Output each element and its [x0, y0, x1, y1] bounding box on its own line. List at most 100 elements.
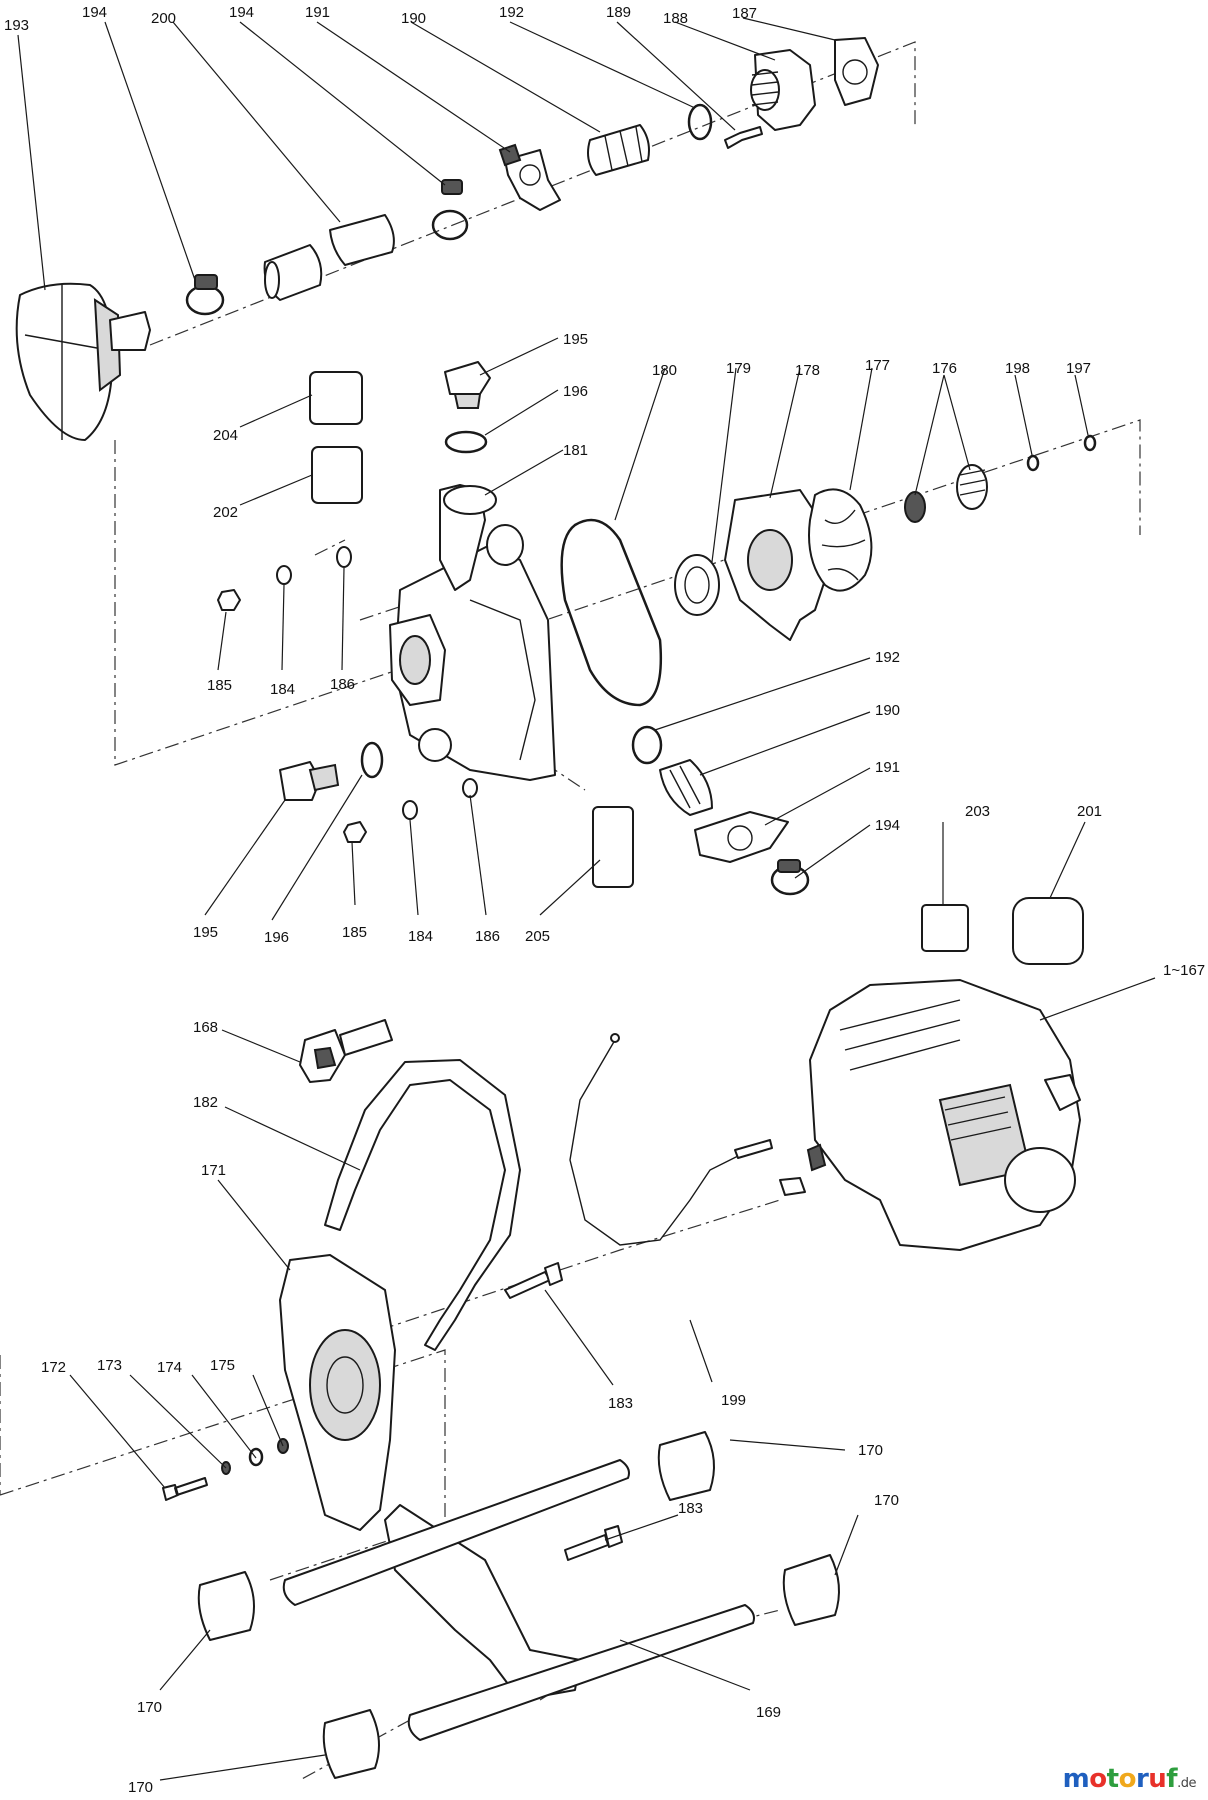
flange-171 — [279, 1254, 396, 1531]
callout-187: 187 — [732, 5, 757, 22]
washer-186b — [462, 778, 478, 798]
callout-195: 195 — [193, 924, 218, 941]
callout-203: 203 — [965, 803, 990, 820]
o-ring-192b — [631, 725, 663, 765]
o-ring-196b — [360, 741, 384, 779]
watermark-letter: f — [1166, 1764, 1178, 1794]
label-plate-204 — [309, 371, 363, 425]
callout-191: 191 — [305, 4, 330, 21]
seal-ring-179 — [674, 554, 720, 616]
bolt-189 — [724, 126, 763, 149]
callout-189: 189 — [606, 4, 631, 21]
hose-clamp-194a — [185, 274, 225, 316]
watermark-brand-letters: motoruf — [1062, 1764, 1178, 1794]
callout-202: 202 — [213, 504, 238, 521]
hose-nipple-190a — [587, 124, 650, 176]
label-plate-202 — [311, 446, 363, 504]
watermark-letter: o — [1089, 1764, 1107, 1794]
callout-192: 192 — [875, 649, 900, 666]
callout-172: 172 — [41, 1359, 66, 1376]
fill-plug-195a — [444, 361, 491, 409]
callout-177: 177 — [865, 357, 890, 374]
o-ring-192a — [687, 103, 713, 141]
callout-196: 196 — [563, 383, 588, 400]
volute-case-178 — [724, 489, 831, 641]
union-nut-191a — [498, 143, 561, 211]
callout-195: 195 — [563, 331, 588, 348]
o-ring-196a — [444, 430, 488, 454]
strainer-193 — [15, 282, 151, 441]
hose-nipple-190b — [659, 759, 713, 816]
impeller-177 — [808, 488, 873, 592]
callout-178: 178 — [795, 362, 820, 379]
callout-170: 170 — [137, 1699, 162, 1716]
callout-173: 173 — [97, 1357, 122, 1374]
callout-201: 201 — [1077, 803, 1102, 820]
watermark-letter: o — [1118, 1764, 1137, 1794]
fitting-188 — [750, 49, 816, 131]
callout-176: 176 — [932, 360, 957, 377]
callout-168: 168 — [193, 1019, 218, 1036]
washer-184a — [276, 565, 292, 585]
bolt-183a — [504, 1262, 563, 1299]
watermark-letter: u — [1148, 1764, 1167, 1794]
cap-170a — [657, 1431, 715, 1501]
callout-180: 180 — [652, 362, 677, 379]
callout-179: 179 — [726, 360, 751, 377]
callout-192: 192 — [499, 4, 524, 21]
nut-185b — [343, 821, 367, 843]
callout-196: 196 — [264, 929, 289, 946]
cap-170d — [322, 1709, 380, 1779]
label-plate-205 — [592, 806, 634, 888]
motoruf-watermark-logo: motoruf.de — [1062, 1764, 1197, 1794]
nut-185a — [217, 589, 241, 611]
callout-190: 190 — [401, 10, 426, 27]
callout-186: 186 — [475, 928, 500, 945]
washer-186a — [336, 546, 352, 568]
label-plate-203 — [921, 904, 969, 952]
engine-1-167 — [779, 979, 1081, 1251]
watermark-letter: m — [1062, 1764, 1090, 1794]
watermark-tld: .de — [1177, 1776, 1196, 1791]
bolt-172 — [162, 1477, 208, 1501]
gasket-187 — [834, 37, 879, 106]
callout-183: 183 — [678, 1500, 703, 1517]
washer-184b — [402, 800, 418, 820]
leader-lines — [17, 17, 1156, 1781]
hose-clamp-194b — [431, 179, 469, 241]
cock-168 — [299, 1019, 393, 1083]
gasket-180 — [560, 518, 662, 707]
watermark-letter: t — [1106, 1764, 1119, 1794]
callout-185: 185 — [342, 924, 367, 941]
callout-184: 184 — [408, 928, 433, 945]
callout-194: 194 — [229, 4, 254, 21]
callout-numbers: 193 194 200 194 191 190 192 189 188 187 … — [4, 4, 1205, 1796]
pump-housing-181 — [389, 484, 556, 781]
throttle-cable-199 — [569, 1033, 773, 1246]
nut-197 — [1083, 434, 1097, 452]
callout-190: 190 — [875, 702, 900, 719]
bolt-183b — [564, 1525, 623, 1561]
callout-171: 171 — [201, 1162, 226, 1179]
callout-181: 181 — [563, 442, 588, 459]
callout-198: 198 — [1005, 360, 1030, 377]
hose-200 — [263, 214, 395, 301]
callout-194: 194 — [875, 817, 900, 834]
callout-204: 204 — [213, 427, 238, 444]
hose-clamp-194c — [770, 859, 810, 896]
label-plate-201 — [1012, 897, 1084, 965]
callout-175: 175 — [210, 1357, 235, 1374]
callout-199: 199 — [721, 1392, 746, 1409]
callout-185: 185 — [207, 677, 232, 694]
callout-174: 174 — [157, 1359, 182, 1376]
washer-198 — [1026, 454, 1040, 472]
cap-170b — [782, 1554, 840, 1626]
drain-plug-195b — [279, 761, 340, 801]
callout-191: 191 — [875, 759, 900, 776]
callout-200: 200 — [151, 10, 176, 27]
callout-183: 183 — [608, 1395, 633, 1412]
callout-170: 170 — [128, 1779, 153, 1796]
frame-169 — [282, 1459, 755, 1741]
callout-170: 170 — [858, 1442, 883, 1459]
